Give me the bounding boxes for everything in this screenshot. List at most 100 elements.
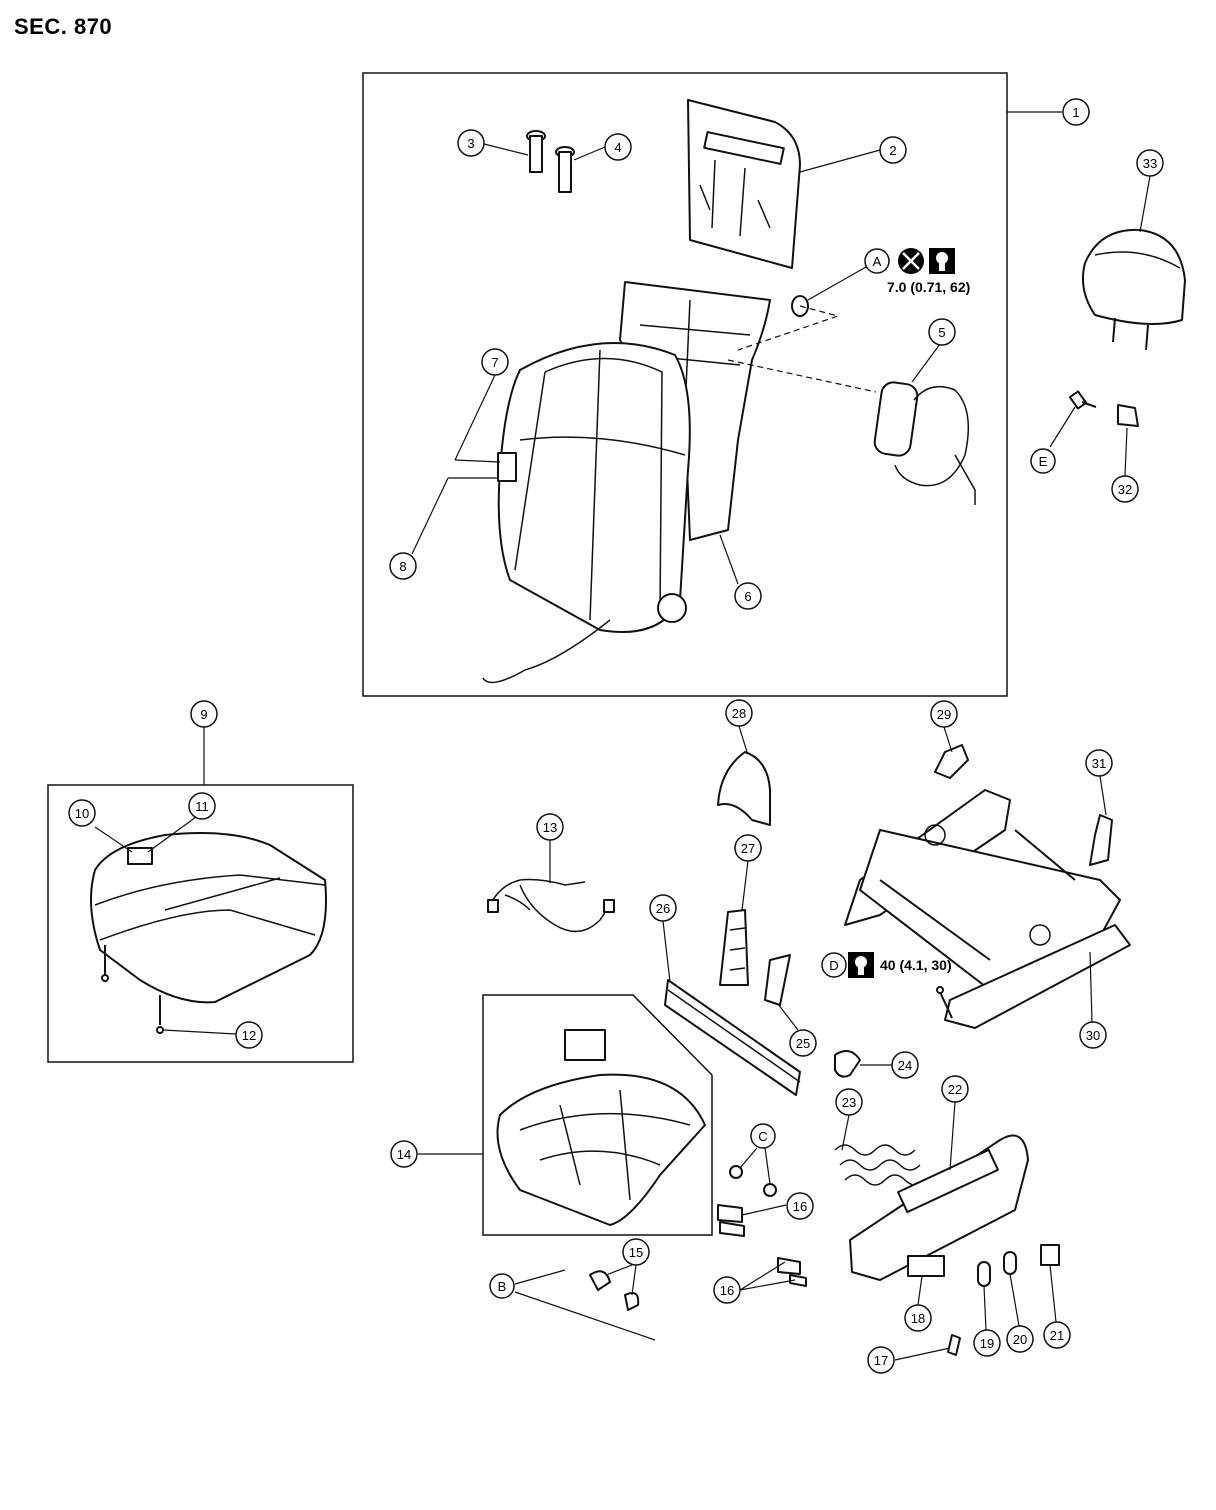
callout-14: 14 [390, 1140, 418, 1168]
svg-text:8: 8 [399, 559, 406, 574]
callout-13: 13 [536, 813, 564, 841]
screw-17-part [947, 1334, 961, 1356]
svg-text:16: 16 [793, 1199, 807, 1214]
leader-3 [483, 143, 529, 156]
callout-D: D [821, 952, 847, 978]
leader-15b [631, 1264, 637, 1296]
svg-text:29: 29 [937, 707, 951, 722]
leader-C1 [739, 1147, 758, 1169]
leader-17 [894, 1347, 951, 1361]
callout-10: 10 [68, 799, 96, 827]
leader-20 [1009, 1273, 1020, 1327]
torque-spec-D: 40 (4.1, 30) [880, 957, 952, 973]
callout-1: 1 [1062, 98, 1090, 126]
svg-text:14: 14 [397, 1147, 411, 1162]
callout-9: 9 [190, 700, 218, 728]
headrest-guide-part-3 [526, 130, 546, 173]
svg-text:17: 17 [874, 1353, 888, 1368]
leader-10 [94, 826, 133, 853]
torque-wrench-icon [929, 248, 955, 274]
torque-wrench-icon [848, 952, 874, 978]
callout-B: B [489, 1273, 515, 1299]
leader-12 [162, 1029, 237, 1035]
seatback-trim-part [482, 342, 691, 684]
side-cover-part [849, 1134, 1029, 1281]
torque-spec-A: 7.0 (0.71, 62) [887, 279, 970, 295]
svg-text:20: 20 [1013, 1332, 1027, 1347]
leader-2 [799, 149, 881, 173]
svg-text:A: A [873, 254, 882, 269]
svg-text:30: 30 [1086, 1028, 1100, 1043]
callout-C: C [750, 1123, 776, 1149]
leader-A [807, 266, 867, 301]
svg-text:26: 26 [656, 901, 670, 916]
leader-C2 [764, 1147, 771, 1185]
svg-text:10: 10 [75, 806, 89, 821]
section-title: SEC. 870 [14, 14, 113, 39]
leader-32 [1124, 427, 1128, 477]
leader-4 [573, 146, 606, 161]
leader-7a [454, 374, 496, 461]
bracket-31-part [1089, 814, 1113, 866]
dashed-line-A [737, 305, 841, 351]
svg-text:22: 22 [948, 1082, 962, 1097]
cushion-assembly-box [47, 784, 354, 1063]
svg-text:E: E [1039, 454, 1048, 469]
svg-text:1: 1 [1072, 105, 1079, 120]
leader-26 [662, 920, 671, 983]
leader-11 [147, 816, 197, 853]
callout-31: 31 [1085, 749, 1113, 777]
callout-26: 26 [649, 894, 677, 922]
leader-E [1049, 406, 1076, 448]
callout-24: 24 [891, 1051, 919, 1079]
leader-31 [1099, 775, 1107, 816]
svg-text:12: 12 [242, 1028, 256, 1043]
bracket-29-part [934, 744, 969, 779]
clip-15-part [589, 1270, 640, 1311]
svg-text:C: C [758, 1129, 767, 1144]
knob-19-part [977, 1261, 991, 1287]
callout-20: 20 [1006, 1325, 1034, 1353]
leader-B2 [514, 1291, 656, 1341]
do-not-reuse-icon [898, 248, 924, 274]
callout-23: 23 [835, 1088, 863, 1116]
callout-18: 18 [904, 1304, 932, 1332]
callout-7: 7 [481, 348, 509, 376]
leader-28 [738, 725, 748, 753]
screw-12a-part [101, 945, 109, 982]
svg-text:23: 23 [842, 1095, 856, 1110]
leader-23 [841, 1114, 850, 1151]
bolt-E-part [1068, 390, 1097, 410]
svg-text:15: 15 [629, 1245, 643, 1260]
leader-16b2 [739, 1279, 796, 1291]
leader-16a [741, 1204, 787, 1216]
svg-text:33: 33 [1143, 156, 1157, 171]
callout-17: 17 [867, 1346, 895, 1374]
switch-18-part [907, 1255, 945, 1277]
clip-C-part [729, 1165, 777, 1197]
wire-harness-part [487, 878, 615, 933]
screw-12b-part [156, 995, 164, 1034]
leader-30 [1089, 951, 1093, 1023]
leader-25 [777, 1003, 799, 1031]
front-bar-part [664, 979, 801, 1096]
svg-text:6: 6 [744, 589, 751, 604]
back-board-part [687, 99, 801, 269]
svg-text:25: 25 [796, 1036, 810, 1051]
leader-15a [605, 1264, 633, 1276]
leader-7b [454, 459, 501, 463]
svg-text:28: 28 [732, 706, 746, 721]
cover-28-part [717, 751, 771, 826]
bracket-27-part [719, 909, 749, 986]
cushion-frame-part [496, 1029, 706, 1226]
leader-21 [1049, 1264, 1057, 1323]
callout-E: E [1030, 448, 1056, 474]
svg-text:11: 11 [195, 799, 209, 814]
svg-text:19: 19 [980, 1336, 994, 1351]
callout-30: 30 [1079, 1021, 1107, 1049]
spring-23-part [834, 1144, 926, 1186]
callout-12: 12 [235, 1021, 263, 1049]
headrest-guide-part-4 [555, 146, 575, 193]
